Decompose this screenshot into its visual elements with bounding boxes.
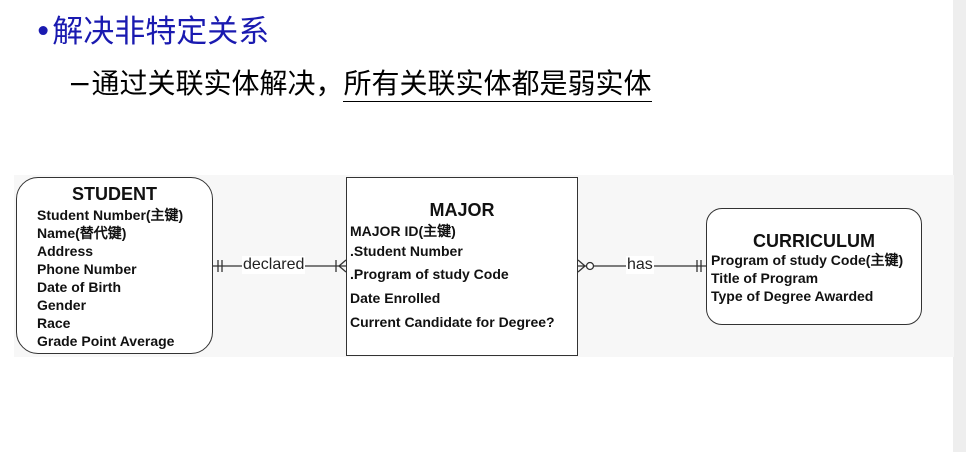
student-entity: STUDENT Student Number(主键) Name(替代键) Add… — [16, 177, 213, 354]
declared-relationship-label: declared — [242, 256, 306, 274]
many-optional-marker-major-side — [577, 259, 595, 273]
has-relationship-label: has — [626, 256, 654, 274]
student-attribute-list: Student Number(主键) Name(替代键) Address Pho… — [37, 206, 183, 350]
student-entity-title: STUDENT — [72, 184, 157, 204]
student-attribute: Race — [37, 315, 71, 331]
student-attribute: Name(替代键) — [37, 225, 127, 241]
student-attribute: Address — [37, 243, 94, 259]
student-attribute: Student Number(主键) — [37, 207, 184, 223]
sub-heading-underlined-text: 所有关联实体都是弱实体 — [343, 67, 652, 102]
one-mandatory-marker-student-side — [217, 260, 223, 272]
major-attribute: .Program of study Code — [350, 266, 509, 282]
major-attribute-list: MAJOR ID(主键) .Student Number .Program of… — [350, 222, 555, 334]
curriculum-entity-title: CURRICULUM — [753, 231, 875, 251]
curriculum-attribute: Title of Program — [711, 270, 819, 286]
major-entity-title: MAJOR — [429, 200, 495, 220]
many-mandatory-marker-major-side — [335, 259, 347, 273]
curriculum-attribute-list: Program of study Code(主键) Title of Progr… — [711, 251, 903, 305]
right-edge-strip — [953, 0, 966, 452]
one-mandatory-marker-curriculum-side — [696, 260, 702, 272]
curriculum-attribute: Program of study Code(主键) — [711, 252, 904, 268]
major-attribute: MAJOR ID(主键) — [350, 223, 456, 239]
sub-heading-plain-text: 通过关联实体解决， — [91, 67, 344, 100]
student-attribute: Phone Number — [37, 261, 137, 277]
slide-sub-heading: −通过关联实体解决，所有关联实体都是弱实体 — [68, 62, 652, 102]
major-attribute: Current Candidate for Degree? — [350, 314, 555, 330]
major-attribute: Date Enrolled — [350, 290, 441, 306]
curriculum-attribute: Type of Degree Awarded — [711, 288, 874, 304]
slide-heading: •解决非特定关系 — [34, 14, 270, 50]
student-attribute: Date of Birth — [37, 279, 121, 295]
major-entity: MAJOR MAJOR ID(主键) .Student Number .Prog… — [346, 177, 578, 356]
major-attribute: .Student Number — [350, 243, 463, 259]
student-attribute: Gender — [37, 297, 87, 313]
sub-heading-dash: − — [68, 67, 92, 100]
student-attribute: Grade Point Average — [37, 333, 175, 349]
curriculum-entity: CURRICULUM Program of study Code(主键) Tit… — [706, 208, 922, 325]
